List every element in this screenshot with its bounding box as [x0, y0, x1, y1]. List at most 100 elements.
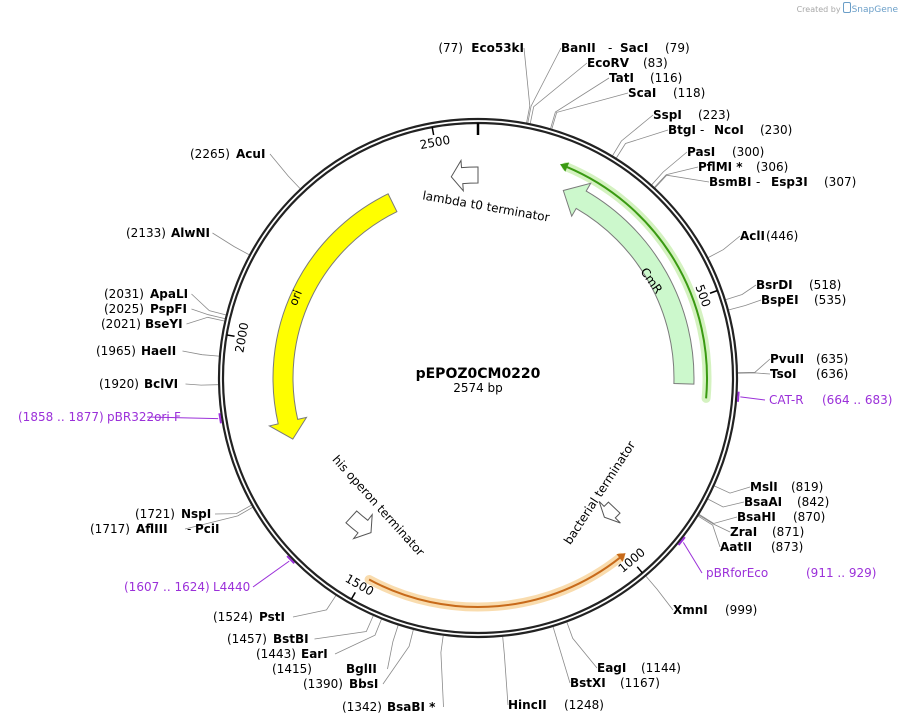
site-leader-line [440, 635, 444, 708]
site-name-secondary: SacI [620, 41, 648, 55]
site-position: (999) [725, 603, 757, 617]
site-position: (636) [816, 367, 848, 381]
site-leader-line [654, 174, 710, 188]
site-leader-lines [182, 47, 771, 708]
site-position: (446) [766, 229, 798, 243]
site-name: ZraI [730, 525, 757, 539]
site-separator: - [700, 123, 704, 137]
site-position: (842) [797, 495, 829, 509]
credit-brand: SnapGene [851, 5, 898, 15]
site-leader-line [314, 615, 374, 640]
site-name: SspI [653, 108, 682, 122]
site-name: XmnI [673, 603, 708, 617]
his-operon-term-arrow [345, 510, 373, 540]
site-leader-line [191, 308, 225, 319]
site-name: PvuII [770, 352, 804, 366]
site-position: (230) [760, 123, 792, 137]
green-orf-arrowhead [560, 162, 570, 172]
site-leader-line [527, 47, 562, 123]
site-separator: - [608, 41, 612, 55]
site-leader-line [737, 372, 771, 375]
site-name: NspI [181, 507, 211, 521]
site-name-secondary: Esp3I [771, 175, 808, 189]
site-position: (118) [673, 86, 705, 100]
site-leader-line [387, 625, 399, 670]
orange-orf-line [368, 556, 622, 608]
site-position: (535) [814, 293, 846, 307]
site-leader-line [292, 595, 337, 618]
site-position: (1167) [620, 676, 660, 690]
site-position: (79) [665, 41, 690, 55]
site-name: AflIII [136, 522, 168, 536]
ori-label: ori [286, 288, 305, 308]
site-labels: Eco53kI(77)BanII-SacI(79)EcoRV(83)TatI(1… [18, 41, 892, 714]
site-name: BtgI [668, 123, 696, 137]
site-name: ApaLI [150, 287, 188, 301]
site-position: (1415) [272, 662, 312, 676]
tick-label: 2000 [232, 321, 251, 353]
site-name: BstBI [273, 632, 309, 646]
site-name: BglII [346, 662, 377, 676]
lambda-t0-label: lambda t0 terminator [421, 188, 550, 224]
bacterial-term-arrow [598, 500, 621, 524]
site-position: (1248) [564, 698, 604, 712]
primer-range: (1858 .. 1877) [18, 410, 104, 424]
primer-range: (911 .. 929) [806, 566, 876, 580]
site-position: (871) [772, 525, 804, 539]
primer-range: (664 .. 683) [822, 393, 892, 407]
site-position: (1965) [96, 344, 136, 358]
site-leader-line [523, 47, 531, 123]
orange-orf-arrowhead [616, 553, 626, 562]
site-name: PspFI [150, 302, 187, 316]
site-name: BclVI [144, 377, 178, 391]
site-position: (2031) [104, 287, 144, 301]
plasmid-name: pEPOZ0CM0220 [416, 366, 541, 382]
site-name: AatII [720, 540, 752, 554]
tick-mark [350, 591, 356, 600]
site-position: (1390) [303, 677, 343, 691]
site-leader-line [185, 383, 219, 386]
site-leader-line [707, 498, 745, 508]
site-position: (77) [438, 41, 463, 55]
site-position: (223) [698, 108, 730, 122]
site-position: (1721) [135, 507, 175, 521]
site-leader-line [699, 514, 738, 524]
primer-mark [736, 391, 740, 402]
site-name: Eco53kI [471, 41, 524, 55]
site-leader-line [184, 507, 253, 530]
site-name: AclI [740, 229, 765, 243]
site-name: BbsI [349, 677, 378, 691]
his-operon-term-label: his operon terminator [329, 452, 427, 558]
site-name: AlwNI [171, 226, 210, 240]
primer-name: L4440 [213, 580, 250, 594]
site-name: BanII [561, 41, 596, 55]
site-name: EarI [301, 647, 328, 661]
site-position: (1144) [641, 661, 681, 675]
site-position: (819) [791, 480, 823, 494]
site-separator: - [187, 522, 191, 536]
site-position: (2025) [104, 302, 144, 316]
site-name: BstXI [570, 676, 606, 690]
site-leader-line [382, 629, 414, 685]
site-name: PflMI * [698, 160, 743, 174]
site-name: BsmBI [709, 175, 751, 189]
site-name: EcoRV [587, 56, 630, 70]
site-name: TsoI [770, 367, 796, 381]
green-orf-line [565, 165, 708, 399]
site-name-secondary: NcoI [714, 123, 744, 137]
primer-name: CAT-R [769, 393, 804, 407]
site-leader-line [502, 636, 509, 706]
site-position: (116) [650, 71, 682, 85]
site-position: (873) [771, 540, 803, 554]
cmr-arrow [562, 182, 695, 385]
site-name: BsaHI [737, 510, 776, 524]
site-leader-line [186, 316, 225, 325]
site-position: (870) [793, 510, 825, 524]
site-leader-line [725, 284, 757, 300]
lambda-t0-arrow [450, 158, 479, 193]
tick-label: 2500 [419, 133, 452, 152]
tick-mark [431, 127, 435, 136]
site-name: BseYI [145, 317, 183, 331]
